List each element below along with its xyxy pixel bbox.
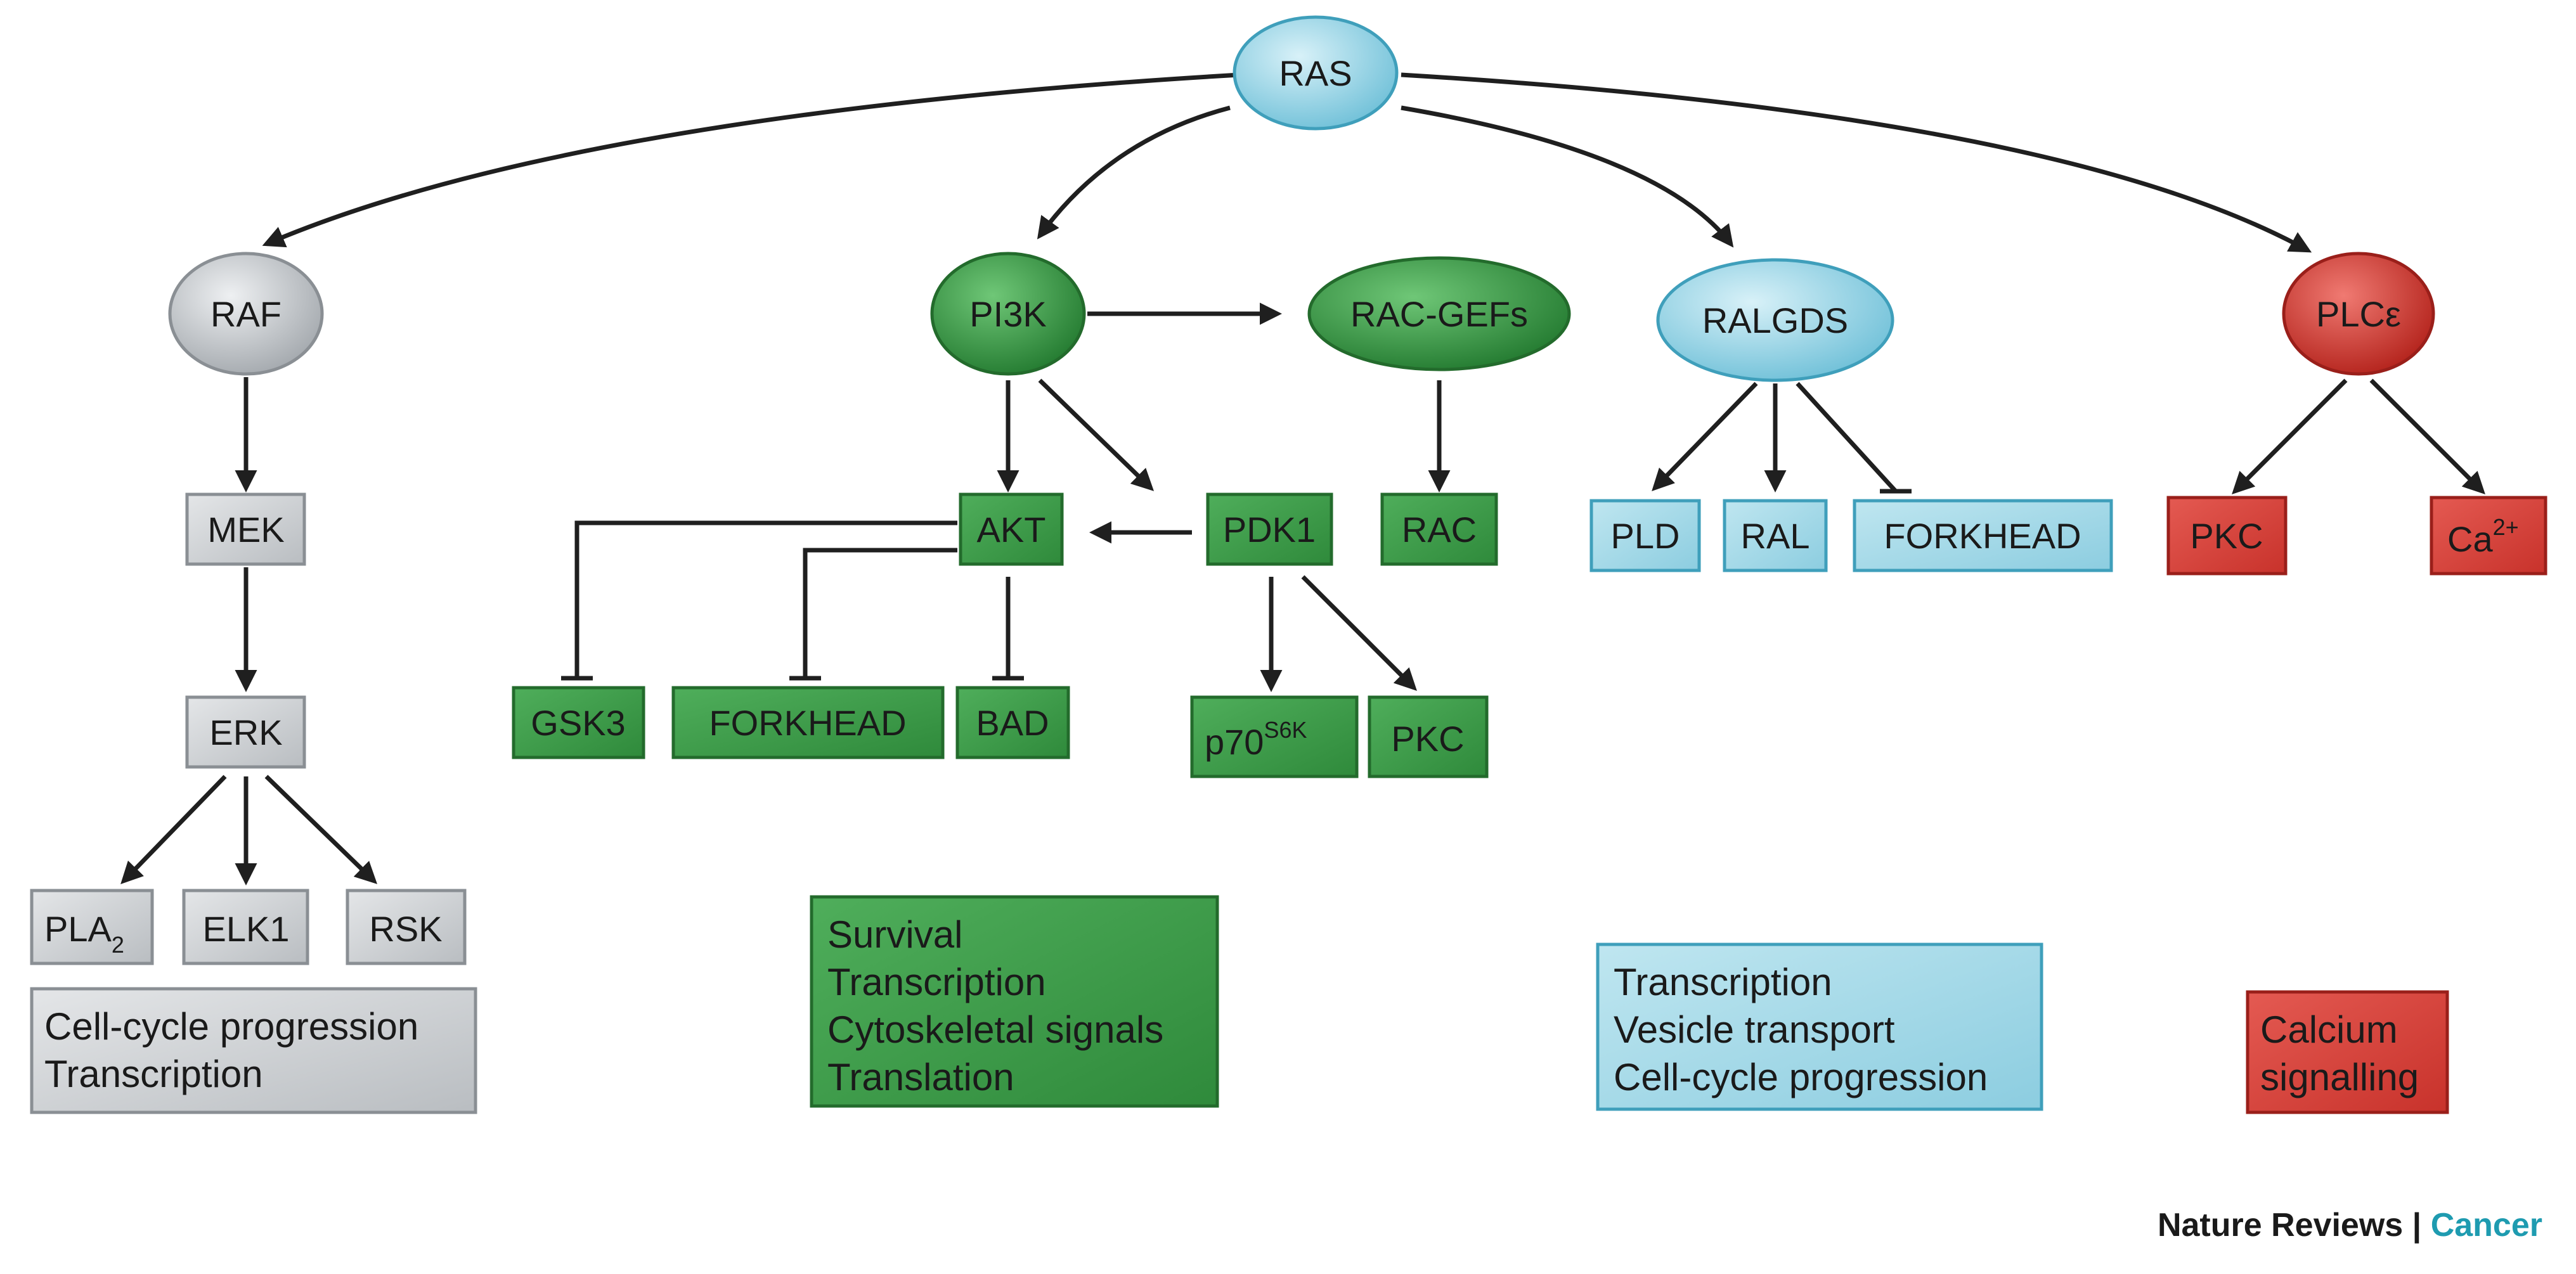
- credit-section: Cancer: [2431, 1207, 2542, 1244]
- node-pdk1: PDK1: [1206, 492, 1333, 566]
- outcome-ralgds-line-2: Vesicle transport: [1614, 1008, 1895, 1051]
- outcome-raf-branch: Cell-cycle progression Transcription: [30, 987, 477, 1114]
- node-forkhead-blue: FORKHEAD: [1853, 499, 2113, 572]
- arrow-erk-to-rsk: [264, 775, 378, 884]
- node-ras: RAS: [1233, 15, 1399, 131]
- node-p70s6k: p70S6K: [1190, 695, 1359, 778]
- outcome-plce-line-1: Calcium: [2260, 1008, 2398, 1051]
- arrow-plce-to-ca: [2369, 378, 2485, 494]
- arrow-pdk1-to-pkc: [1301, 575, 1417, 691]
- node-rsk-label: RSK: [369, 909, 442, 949]
- node-pkc-green: PKC: [1368, 695, 1489, 778]
- node-erk: ERK: [185, 695, 306, 769]
- node-raf-label: RAF: [210, 294, 282, 334]
- outcome-ralgds-branch: Transcription Vesicle transport Cell-cyc…: [1596, 943, 2043, 1111]
- node-pld: PLD: [1589, 499, 1701, 572]
- node-rac-gefs: RAC-GEFs: [1307, 256, 1571, 371]
- outcome-plce-branch: Calcium signalling: [2246, 990, 2449, 1114]
- node-gsk3-label: GSK3: [531, 703, 625, 743]
- arrow-ras-to-ralgds: [1401, 105, 1734, 248]
- inhibit-ralgds-to-forkhead: [1796, 382, 1898, 493]
- node-ralgds: RALGDS: [1656, 258, 1894, 382]
- outcome-pi3k-line-3: Cytoskeletal signals: [827, 1008, 1163, 1051]
- outcome-ralgds-line-3: Cell-cycle progression: [1614, 1056, 1988, 1098]
- node-pkc-red-label: PKC: [2190, 516, 2263, 556]
- node-pi3k: PI3K: [930, 252, 1086, 376]
- node-gsk3: GSK3: [512, 686, 645, 759]
- node-plce: PLCε: [2282, 252, 2435, 376]
- outcome-plce-line-2: signalling: [2260, 1056, 2419, 1098]
- outcome-pi3k-line-2: Transcription: [827, 961, 1046, 1003]
- arrow-ras-to-pi3k: [1037, 105, 1231, 240]
- node-pla2: PLA2: [30, 889, 154, 965]
- node-ral: RAL: [1723, 499, 1828, 572]
- node-ca2: Ca2+: [2430, 496, 2547, 576]
- node-plce-label: PLCε: [2316, 294, 2401, 334]
- node-bad: BAD: [955, 686, 1070, 759]
- node-akt: AKT: [959, 492, 1064, 566]
- credit-separator: |: [2403, 1207, 2430, 1244]
- node-ras-label: RAS: [1279, 53, 1352, 93]
- node-pla2-subscript: 2: [112, 932, 124, 958]
- credit-journal: Nature Reviews: [2158, 1207, 2403, 1244]
- node-p70s6k-superscript: S6K: [1264, 717, 1307, 743]
- inhibit-akt-to-gsk3: [574, 520, 957, 678]
- node-elk1-label: ELK1: [203, 909, 290, 949]
- node-pkc-green-label: PKC: [1391, 719, 1464, 759]
- node-p70s6k-main: p70: [1205, 722, 1264, 762]
- node-akt-label: AKT: [977, 510, 1046, 550]
- outcome-raf-line-1: Cell-cycle progression: [44, 1005, 418, 1048]
- node-ralgds-label: RALGDS: [1702, 300, 1848, 340]
- arrow-erk-to-pla2: [120, 775, 227, 885]
- node-rac-gefs-label: RAC-GEFs: [1350, 294, 1528, 334]
- node-rac: RAC: [1380, 492, 1498, 566]
- node-bad-label: BAD: [976, 703, 1049, 743]
- node-rsk: RSK: [346, 889, 467, 965]
- node-mek: MEK: [185, 492, 306, 566]
- node-ca2-main: Ca: [2447, 519, 2493, 559]
- node-pla2-label: PLA2: [44, 909, 124, 958]
- node-forkhead-blue-label: FORKHEAD: [1884, 516, 2081, 556]
- arrow-ralgds-to-pld: [1652, 382, 1758, 492]
- arrow-ras-to-plce: [1401, 72, 2312, 253]
- arrow-ras-to-raf: [262, 72, 1240, 248]
- arrow-plce-to-pkc: [2232, 378, 2348, 494]
- node-pla2-main: PLA: [44, 909, 112, 949]
- outcome-raf-line-2: Transcription: [44, 1053, 263, 1095]
- outcome-ralgds-line-1: Transcription: [1614, 961, 1832, 1003]
- node-forkhead-green-label: FORKHEAD: [709, 703, 906, 743]
- journal-credit: Nature Reviews | Cancer: [2158, 1207, 2542, 1244]
- connectors: [120, 72, 2485, 885]
- node-ca2-superscript: 2+: [2493, 514, 2519, 540]
- outcome-pi3k-line-4: Translation: [827, 1056, 1014, 1098]
- node-raf: RAF: [168, 252, 324, 376]
- node-ral-label: RAL: [1741, 516, 1810, 556]
- node-pkc-red: PKC: [2166, 496, 2288, 576]
- node-elk1: ELK1: [182, 889, 309, 965]
- node-erk-label: ERK: [209, 712, 282, 752]
- node-mek-label: MEK: [207, 510, 284, 550]
- outcome-pi3k-branch: Survival Transcription Cytoskeletal sign…: [810, 895, 1219, 1108]
- node-ca2-label: Ca2+: [2447, 514, 2519, 559]
- node-rac-label: RAC: [1402, 510, 1477, 550]
- node-forkhead-green: FORKHEAD: [671, 686, 945, 759]
- node-pdk1-label: PDK1: [1223, 510, 1316, 550]
- arrow-pi3k-to-pdk1: [1038, 378, 1155, 491]
- inhibit-akt-to-forkhead: [803, 548, 957, 678]
- node-p70s6k-label: p70S6K: [1205, 717, 1307, 762]
- node-pi3k-label: PI3K: [969, 294, 1046, 334]
- node-pld-label: PLD: [1611, 516, 1680, 556]
- outcome-pi3k-line-1: Survival: [827, 913, 962, 956]
